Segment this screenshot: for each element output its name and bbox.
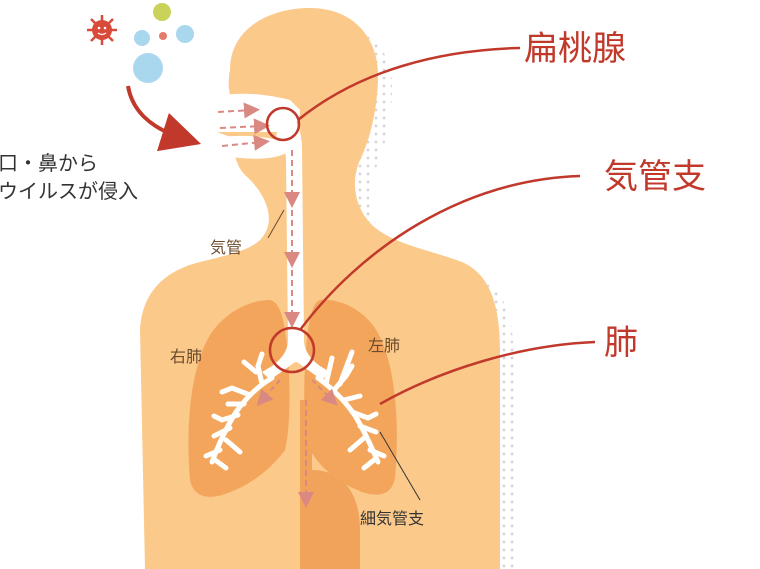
bronchiole-label: 細気管支 [360,509,424,528]
tonsil-highlight-circle [265,106,301,142]
tonsil-callout-line [297,46,521,121]
trachea-small-label: 気管 [210,238,242,257]
entry-label-line1: 口・鼻から [0,151,98,175]
bronchus-highlight-circle [268,326,316,374]
entry-arrow-icon [126,85,202,152]
bronchiole-pointer-line [379,431,421,501]
lung-callout-line [379,340,596,406]
esophagus [300,400,360,569]
right-lung [188,300,290,497]
green-virus-icon [153,3,171,21]
entry-label-line2: ウイルスが侵入 [0,179,138,203]
small-red-virus-icon [159,32,167,40]
virus-cluster [87,3,194,83]
right-lung-label: 右肺 [170,347,202,366]
tonsil-callout-label: 扁桃腺 [524,29,626,69]
bronchus-callout-label: 気管支 [604,157,706,197]
lung-callout-label: 肺 [604,323,638,363]
flow-arrows [217,102,338,508]
bronchus-callout-line [299,174,581,331]
red-virus-icon [87,15,117,45]
trachea-pointer-line [267,209,285,239]
blue-virus-icon [133,53,163,83]
left-lung-label: 左肺 [368,336,400,355]
right-bronchi [203,351,275,471]
trachea [262,110,330,380]
blue-virus-icon [176,25,194,43]
blue-virus-icon [134,30,150,46]
oral-cavity [215,135,290,159]
